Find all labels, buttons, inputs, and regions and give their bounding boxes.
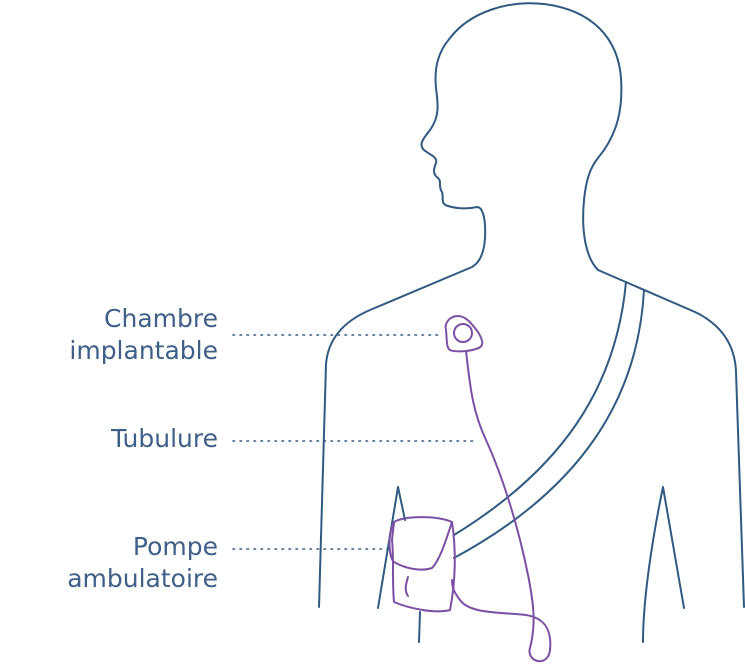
ambulatory-pump-body: [391, 516, 456, 613]
label-pompe-line2: ambulatoire: [67, 564, 218, 593]
label-implantable-port: Chambre implantable: [69, 303, 218, 367]
label-chambre-line2: implantable: [69, 336, 218, 365]
label-ambulatory-pump: Pompe ambulatoire: [67, 531, 218, 595]
label-pompe-line1: Pompe: [132, 532, 218, 561]
implantable-port-shape: [444, 315, 484, 353]
strap-outer-edge: [453, 281, 627, 536]
left-torso-side-outline: [418, 611, 421, 643]
label-tubing: Tubulure: [111, 423, 218, 455]
head-profile-outline: [318, 2, 623, 608]
right-shoulder-outline: [597, 269, 745, 608]
right-armpit-outline: [642, 486, 685, 643]
ambulatory-pump-pocket-line: [404, 576, 409, 597]
strap-inner-edge: [453, 289, 645, 559]
label-chambre-line1: Chambre: [104, 304, 218, 333]
tubing-line: [451, 350, 552, 662]
ambulatory-pump-flap: [388, 521, 453, 571]
label-tubulure-line1: Tubulure: [111, 424, 218, 453]
left-armpit-outline: [377, 486, 406, 609]
implantable-port-septum: [453, 323, 473, 343]
